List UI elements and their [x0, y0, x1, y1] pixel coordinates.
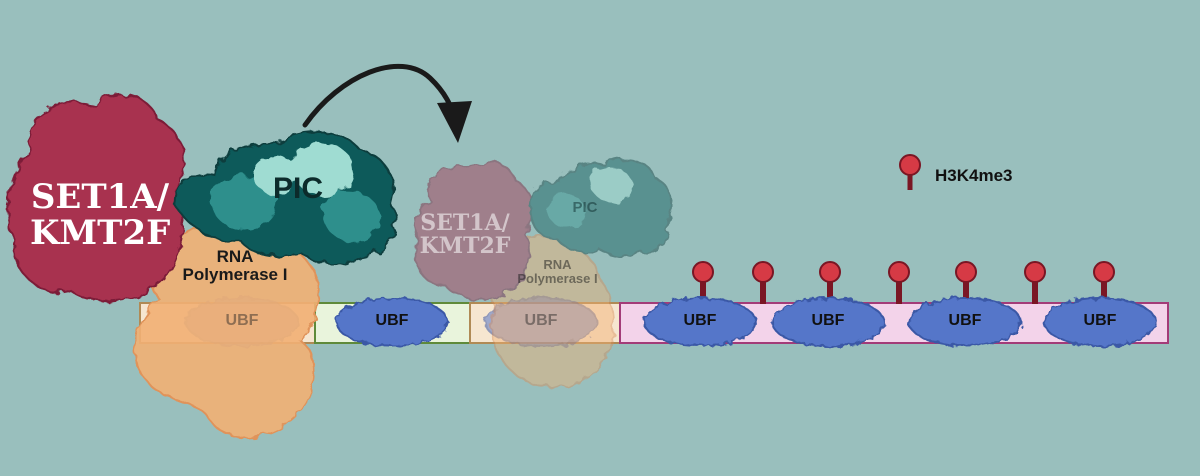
ubf-label: UBF	[1083, 312, 1117, 329]
ubf-protein	[335, 297, 449, 347]
rna-polymerase-label-faded: RNA Polymerase I	[517, 257, 598, 286]
ubf-label: UBF	[225, 312, 259, 329]
transition-arrow	[302, 63, 458, 128]
set1a-label-faded: SET1A/ KMT2F	[419, 210, 511, 260]
h3k4me3-mark	[752, 261, 774, 304]
ubf-label: UBF	[811, 312, 845, 329]
ubf-label: UBF	[375, 312, 409, 329]
set1a-shape	[6, 93, 185, 302]
legend-label: H3K4me3	[935, 166, 1013, 185]
pic-label-faded: PIC	[572, 199, 598, 216]
legend-lollipop-icon	[899, 154, 921, 190]
ubf-protein	[1043, 297, 1157, 347]
ubf-label: UBF	[683, 312, 717, 329]
set1a-label: SET1A/ KMT2F	[30, 177, 171, 253]
ubf-label: UBF	[524, 312, 558, 329]
pic-shape	[173, 131, 396, 265]
ubf-protein	[771, 297, 885, 347]
rna-polymerase-label: RNA Polymerase I	[182, 247, 288, 284]
h3k4me3-marks	[692, 261, 1115, 304]
h3k4me3-mark	[888, 261, 910, 304]
ubf-label: UBF	[948, 312, 982, 329]
ubf-protein	[643, 297, 757, 347]
rna-polymerase-shape	[134, 228, 320, 438]
arrow-head-icon	[437, 101, 472, 143]
faded-complex	[413, 157, 673, 389]
ubf-protein	[908, 297, 1022, 347]
h3k4me3-mark	[1024, 261, 1046, 304]
pic-label: PIC	[272, 172, 323, 205]
